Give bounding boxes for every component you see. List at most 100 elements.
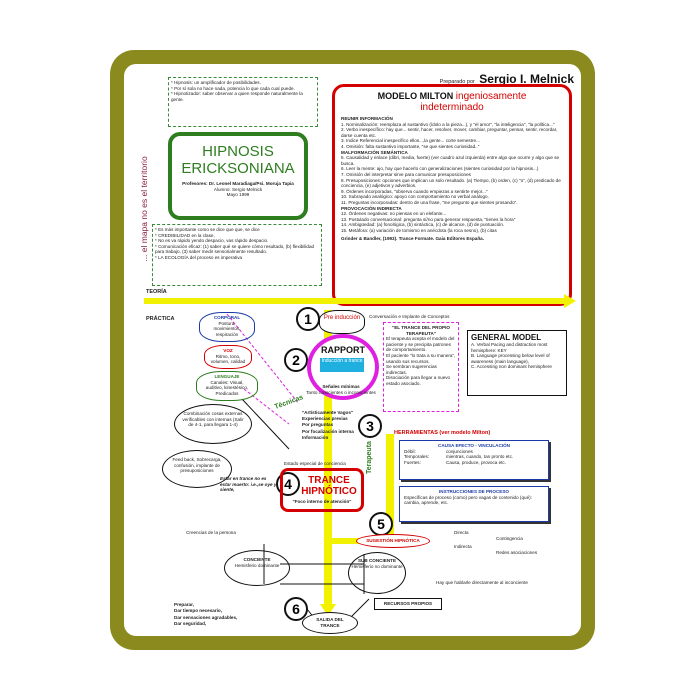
milton-item: 9. Órdenes incorporadas, "observa cuando… — [341, 188, 488, 194]
causa-row-key: Temporales: — [404, 454, 430, 460]
subconciente-sub: Hemisferio no dominante — [351, 563, 403, 569]
link-line — [241, 398, 290, 450]
note-line: * Es más importante como se dice que que… — [155, 227, 260, 232]
professors: Profesores: Dr. Leonel Maradiaga/Psi. Mo… — [182, 181, 294, 186]
voz-item: Ritmo, tono, — [215, 353, 241, 359]
top-note-line: * Hipnotizador: saber observar a quien r… — [171, 91, 303, 102]
author-prefix: Preparado por — [439, 79, 475, 85]
step-3-item: Experiencias previas — [302, 416, 348, 422]
induccion-trance: Inducción a trance — [320, 358, 364, 372]
causa-row-value: conjunciones — [446, 448, 473, 454]
milton-item: 14. Ambigüedad: (a) fonológica, (b) sint… — [341, 222, 505, 228]
instrucciones-title: INSTRUCCIONES DE PROCESO — [439, 489, 509, 494]
milton-section-head: MALFORMACIÓN SEMÁNTICA — [341, 149, 408, 155]
note-line: * No es va rápido yendo despacio, vas rá… — [155, 238, 269, 244]
milton-subtitle2: indeterminado — [420, 102, 484, 113]
creencias-label: Creencias de la persona — [186, 530, 236, 535]
milton-item: 1. Nominalización: reemplaza al sustanti… — [341, 121, 555, 127]
terapeuta-label: Terapeuta — [366, 441, 373, 474]
combinacion-oval: Combinación cosas externas verificables … — [174, 404, 252, 444]
top-note: * Hipnosis: un amplificador de posibilid… — [168, 77, 318, 127]
title-line2: ERICKSONIANA — [181, 160, 295, 177]
corporal-item: Postura, — [218, 320, 236, 326]
redes-label: Redes asociaciones — [496, 550, 538, 555]
teoria-label: TEORÍA — [146, 289, 167, 295]
note-line: * LA ECOLOGÍA del proceso es imperativa — [155, 254, 243, 260]
step-3-number: 3 — [358, 414, 382, 438]
estar-trance-note: Estar en trance no es estar muerto: i.e.… — [220, 476, 277, 493]
corporal-item: respiración — [215, 331, 239, 337]
main-flow-band — [324, 310, 332, 610]
instrucciones-text: Específicas de proceso (como) pero vagas… — [404, 494, 532, 506]
milton-item: 12. Órdenes negativas: no piensas en un … — [341, 211, 447, 217]
top-note-line: * Por sí sola no hace nada, potencia lo … — [171, 85, 295, 91]
voz-title: VOZ — [223, 348, 233, 353]
sugestion-oval: SUGESTIÓN HIPNÓTICA — [356, 534, 430, 548]
step-6-number: 6 — [284, 597, 308, 621]
estado-especial: Estado especial de conciencia — [284, 461, 346, 466]
causa-efecto-title: CAUSA EFECTO - VINCULACIÓN — [438, 443, 510, 448]
general-model-item: C. Accessing non dominant hemisphere — [471, 364, 552, 370]
subconciente-oval: SUB CONCIENTE Hemisferio no dominante — [348, 552, 406, 594]
poster: Preparado por Sergio I. Melnick ... el m… — [124, 64, 581, 636]
causa-row-value: mientras, cuando, tan pronto etc. — [446, 454, 514, 460]
student: Alumno: Sergio Melnick — [213, 186, 263, 192]
trance-terapeuta-item: Disociación para llegar a nuevo estado a… — [386, 375, 451, 386]
salida-trance-oval: SALIDA DEL TRANCE — [302, 612, 358, 634]
voz-box: VOZ Ritmo, tono, volumen, calidad — [204, 345, 252, 369]
salida-item: Preparar, — [174, 602, 194, 607]
trance-label: TRANCE HIPNÓTICO — [301, 475, 357, 497]
pre-induccion-note: Conversación e Implante de Conceptos — [369, 314, 450, 319]
instrucciones-box: INSTRUCCIONES DE PROCESO Específicas de … — [399, 486, 549, 522]
trance-terapeuta-item: El paciente "lo trata a su manera", usan… — [386, 352, 456, 364]
voz-item: volumen, calidad — [210, 359, 246, 365]
milton-item: 11. Preguntas incorporadas: dentro de un… — [341, 199, 518, 205]
salida-item: Dar tiempo necesario, — [174, 608, 222, 614]
milton-section-head: PROVOCACIÓN INDIRECTA — [341, 205, 402, 211]
general-model-box: GENERAL MODEL A. Verbal Pacing and distr… — [467, 330, 567, 396]
general-model-item: A. Verbal Pacing and distraction most he… — [471, 342, 548, 353]
notes-box: * Es más importante como se dice que que… — [152, 224, 322, 286]
trance-terapeuta-item: El terapeuta acepta el modelo del pacien… — [386, 336, 455, 353]
trance-terapeuta-box: "EL TRANCE DEL PROPIO TERAPEUTA" El tera… — [383, 322, 459, 412]
contingencia-label: Contingencia — [496, 536, 523, 541]
herramientas-label: HERRAMIENTAS (ver modelo Milton) — [394, 430, 491, 436]
author-line: Preparado por Sergio I. Melnick — [369, 70, 574, 88]
corporal-item: movimientos, — [213, 326, 241, 332]
pre-induccion-burst: Pre inducción — [319, 310, 365, 334]
link-line — [226, 313, 300, 405]
rapport-label: RAPPORT — [320, 345, 365, 355]
milton-title: MODELO MILTON — [377, 91, 454, 101]
title-line1: HIPNOSIS — [202, 143, 274, 160]
top-note-line: * Hipnosis: un amplificador de posibilid… — [171, 80, 261, 85]
lenguaje-title: LENGUAJE — [214, 374, 240, 379]
milton-item: 15. Metáfora: (a) variación de tomismo e… — [341, 227, 497, 233]
milton-content: REUNIR INFORMACIÓN 1. Nominalización: re… — [341, 116, 563, 242]
trance-hipnotico-box: TRANCE HIPNÓTICO "Foco interno de atenci… — [280, 468, 364, 512]
lenguaje-box: LENGUAJE Canales: Visual, auditivo, kine… — [196, 371, 258, 401]
milton-section-head: REUNIR INFORMACIÓN — [341, 116, 393, 121]
step-3-item: Por focalización interna — [302, 428, 354, 434]
milton-item: 6. Leer la mente: ajo, hay que hacerlo c… — [341, 166, 539, 172]
step-3-item: Por preguntas — [302, 422, 334, 428]
milton-footer: Grinder & Bandler, (1993). Trance Format… — [341, 236, 484, 242]
step-3-list: "Artísticamente Vagos" Experiencias prev… — [302, 410, 402, 441]
milton-item: 4. Omisión: falta sustantivo importante,… — [341, 143, 480, 149]
teoria-arrow — [564, 294, 576, 308]
teoria-band — [144, 298, 564, 304]
corporal-title: CORPORAL — [213, 315, 241, 320]
step-3-item: Información — [302, 434, 329, 440]
indirecta-label: Indirecta — [454, 544, 472, 549]
senales-sub: Tanto conscientes o inconscientes — [306, 390, 376, 395]
hablarle-note: Hay que hablarle directamente al inconci… — [436, 580, 528, 585]
link-line — [243, 388, 290, 425]
general-model-item: B. Language processing below level of aw… — [471, 353, 550, 364]
milton-item: 8. Presuposiciones: opciones que implica… — [341, 177, 561, 189]
milton-item: 10. Subrayado analógico: apoyo con compo… — [341, 194, 489, 200]
down-arrow — [320, 604, 336, 616]
conciente-sub: Hemisferio dominante — [234, 562, 280, 568]
causa-efecto-box: CAUSA EFECTO - VINCULACIÓN Débil:conjunc… — [399, 440, 549, 480]
step-1-number: 1 — [296, 307, 320, 331]
step-3-item: "Artísticamente Vagos" — [302, 410, 354, 415]
milton-subtitle1: ingeniosamente — [455, 91, 527, 102]
